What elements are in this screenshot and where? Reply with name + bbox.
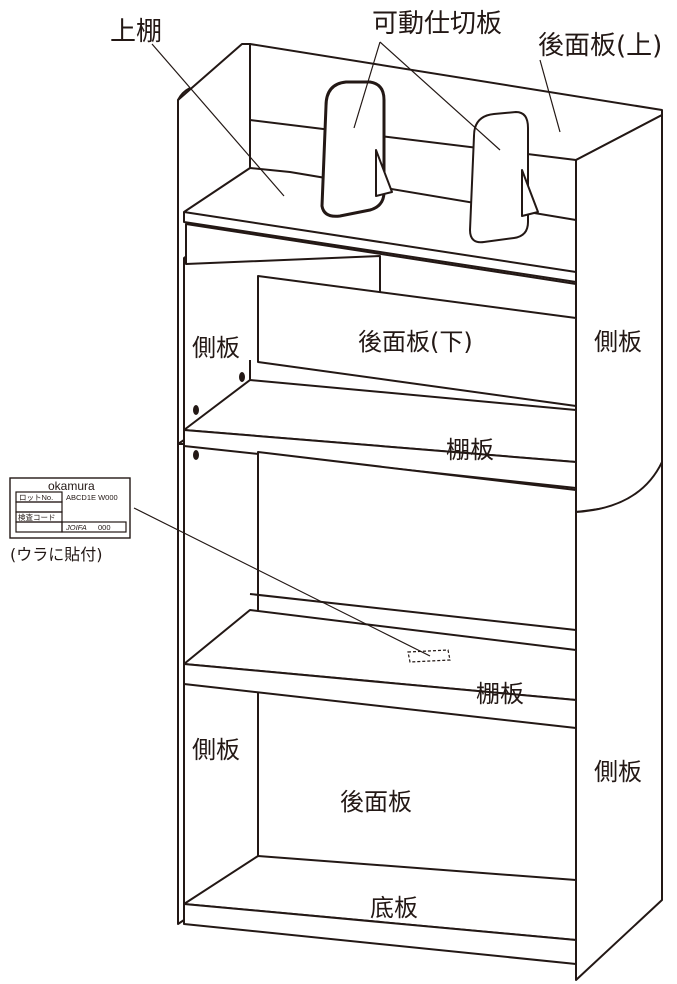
sticker-lot-value: ABCD1E W000 [66,493,118,502]
right-side-panel-lower [575,461,663,981]
label-movable-dividers: 可動仕切板 [372,9,502,39]
leader-lines [133,41,561,657]
back-panel-lower-face [257,275,577,407]
sticker-lot-label: ロットNo. [19,493,53,502]
label-side-panel-upper-right: 側板 [594,328,642,356]
label-back-panel-upper: 後面板(上) [538,31,662,61]
lower-unit [177,443,663,981]
label-shelf-upper: 棚板 [446,436,494,464]
label-back-panel: 後面板 [340,788,412,816]
label-back-panel-lower: 後面板(下) [358,328,473,356]
label-side-panel-lower-right: 側板 [594,758,642,786]
label-bottom-panel: 底板 [370,894,418,922]
right-side-panel-upper [575,114,663,513]
sticker-jois-number: 000 [98,523,111,532]
label-upper-shelf: 上棚 [110,17,162,47]
label-sticker: okamura ロットNo. ABCD1E W000 検査コード JOIFA 0… [9,477,131,539]
upper-unit [177,43,663,513]
label-shelf-lower: 棚板 [476,680,524,708]
label-side-panel-lower-left: 側板 [192,736,240,764]
sticker-brand: okamura [48,479,95,493]
label-side-panel-upper-left: 側板 [192,334,240,362]
sticker-jois-mark: JOIFA [65,523,87,532]
movable-dividers [320,80,539,244]
sticker-note: (ウラに貼付) [10,545,103,564]
sticker-inspection-label: 検査コード [18,512,56,522]
upper-shelf-board [183,167,577,283]
